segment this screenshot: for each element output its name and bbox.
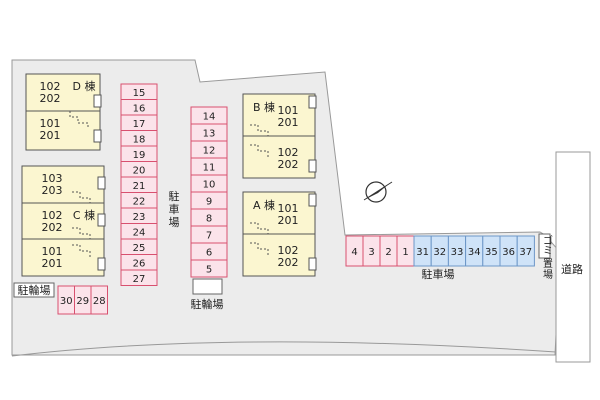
parking-slot-number: 10 (203, 180, 216, 191)
building-d-mark: D 棟 (73, 79, 96, 93)
unit-label: 102 (278, 146, 299, 159)
bicycle-center-box (192, 278, 223, 295)
garbage-box (538, 233, 551, 259)
parking-slot-number: 29 (76, 296, 89, 307)
parking-slot-number: 9 (206, 197, 212, 208)
building-d: D 棟 102 202 101 201 (25, 73, 102, 151)
unit-label: 102 (42, 209, 63, 222)
bicycle-label-box (13, 282, 55, 298)
parking-slot-number: 28 (93, 296, 106, 307)
parking-slot-number: 18 (133, 134, 146, 145)
door-icon (308, 95, 317, 109)
parking-slot-number: 37 (519, 247, 532, 258)
parking-center-column: 14 13 12 11 10 9 8 7 6 5 (190, 106, 228, 278)
parking-slot-number: 36 (502, 247, 515, 258)
unit-label: 201 (42, 257, 63, 270)
parking-slot-number: 25 (133, 243, 146, 254)
parking-slot-number: 26 (133, 258, 146, 269)
bicycle-slot (90, 285, 108, 315)
bicycle-center-label: 駐輪場 (191, 297, 224, 311)
unit-label: 101 (40, 117, 61, 130)
site-curve (11, 341, 557, 357)
bicycle-left-label: 駐輪場 (18, 283, 51, 297)
door-icon (93, 94, 102, 108)
parking-slot-number: 32 (433, 247, 446, 258)
parking-slot-number: 5 (206, 265, 212, 276)
north-arrow-icon (363, 181, 393, 203)
parking-slot-number: 34 (468, 247, 481, 258)
parking-slot-number: 1 (402, 247, 408, 258)
door-icon (308, 193, 317, 207)
parking-slot (120, 269, 158, 286)
parking-label-char: 車 (169, 202, 180, 216)
parking-left-column: 15 16 17 18 19 20 21 22 23 24 25 26 27 (120, 83, 158, 286)
unit-label: 101 (42, 245, 63, 258)
parking-slot-number: 7 (206, 231, 212, 242)
parking-slot-number: 12 (203, 146, 216, 157)
building-c-mark: C 棟 (73, 208, 95, 222)
garbage-label-char: ミ (543, 246, 553, 257)
parking-slot-number: 15 (133, 88, 146, 99)
unit-label: 201 (40, 129, 61, 142)
parking-slot (516, 235, 535, 267)
parking-slot (190, 259, 228, 278)
parking-slot-number: 35 (485, 247, 498, 258)
parking-slot-number: 27 (133, 274, 146, 285)
parking-slot-number: 8 (206, 214, 212, 225)
parking-slot-number: 6 (206, 248, 212, 259)
parking-slot-number: 2 (385, 247, 391, 258)
parking-slot-number: 20 (133, 165, 146, 176)
building-c: C 棟 103 203 102 202 101 201 (21, 165, 106, 277)
door-icon (97, 257, 106, 271)
parking-bottom-blue: 31 32 33 34 35 36 37 (413, 235, 535, 267)
door-icon (308, 159, 317, 173)
parking-slot-number: 3 (368, 247, 374, 258)
parking-slot-number: 31 (416, 247, 429, 258)
parking-slot-number: 24 (133, 227, 146, 238)
unit-label: 202 (278, 158, 299, 171)
garbage-label-char: 置 (543, 258, 553, 270)
parking-slot-number: 13 (203, 129, 216, 140)
parking-slot-number: 33 (451, 247, 464, 258)
unit-label: 202 (42, 221, 63, 234)
parking-slot-number: 21 (133, 181, 146, 192)
parking-slot-number: 22 (133, 196, 146, 207)
unit-label: 203 (42, 184, 63, 197)
building-a-mark: A 棟 (253, 198, 275, 212)
door-icon (97, 213, 106, 227)
parking-slot-number: 17 (133, 119, 146, 130)
door-icon (97, 176, 106, 190)
unit-label: 202 (278, 256, 299, 269)
unit-label: 201 (278, 116, 299, 129)
building-b: B 棟 101 201 102 202 (242, 93, 317, 179)
unit-label: 102 (40, 80, 61, 93)
parking-slot-number: 19 (133, 150, 146, 161)
unit-label: 102 (278, 244, 299, 257)
parking-label-char: 駐 (169, 189, 180, 203)
unit-label: 103 (42, 172, 63, 185)
parking-label-char: 場 (169, 216, 180, 229)
garbage-label-char: ゴ (543, 234, 553, 247)
parking-slot-number: 14 (203, 112, 216, 123)
unit-label: 201 (278, 214, 299, 227)
door-icon (308, 257, 317, 271)
door-icon (93, 129, 102, 143)
parking-slot-number: 16 (133, 103, 146, 114)
unit-label: 101 (278, 104, 299, 117)
parking-slot-number: 23 (133, 212, 146, 223)
parking-slot-number: 30 (60, 296, 73, 307)
building-a: A 棟 101 201 102 202 (242, 191, 317, 277)
parking-slot-number: 11 (203, 163, 216, 174)
road-label: 道路 (561, 262, 583, 276)
building-b-mark: B 棟 (253, 100, 275, 114)
parking-bottom-label: 駐車場 (422, 267, 455, 281)
road (555, 151, 591, 363)
unit-label: 202 (40, 92, 61, 105)
garbage-label-char: 場 (543, 268, 553, 281)
unit-label: 101 (278, 202, 299, 215)
parking-slot-number: 4 (351, 247, 357, 258)
